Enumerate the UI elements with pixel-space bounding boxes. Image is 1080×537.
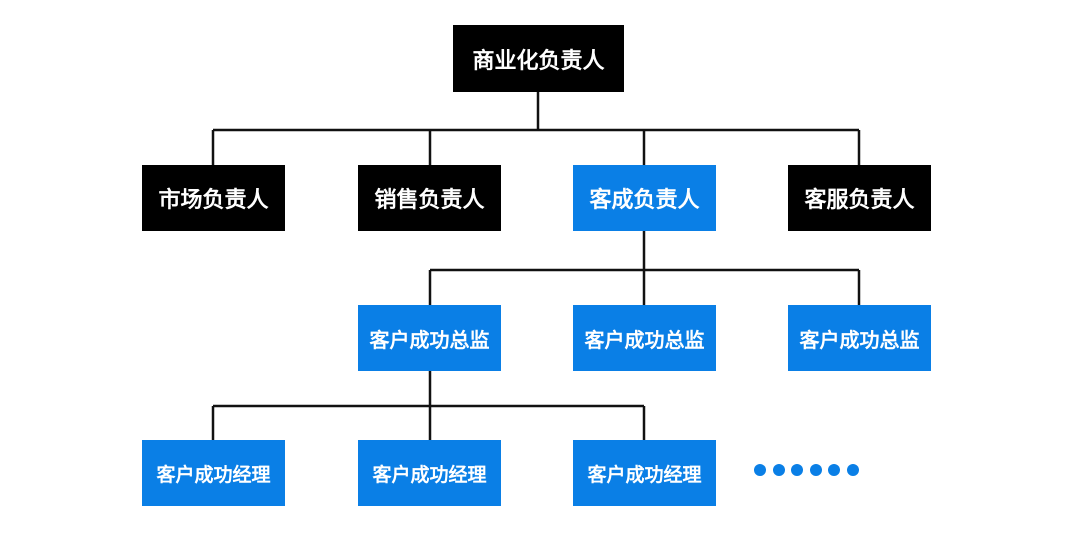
more-dot	[754, 464, 766, 476]
node-root-label: 商业化负责人	[472, 48, 605, 74]
node-level2-director: 客户成功总监	[788, 305, 931, 371]
more-dot	[828, 464, 840, 476]
node-label: 客成负责人	[589, 188, 700, 213]
node-level1-marketing: 市场负责人	[142, 165, 285, 231]
node-label: 客户成功总监	[584, 327, 705, 352]
node-label: 客户成功经理	[156, 463, 271, 486]
more-dot	[846, 464, 859, 476]
node-level1-sales: 销售负责人	[358, 165, 501, 231]
node-level1-customer-success: 客成负责人	[573, 165, 716, 231]
node-label: 客户成功经理	[587, 463, 702, 486]
more-dot	[791, 464, 803, 476]
node-level3-manager: 客户成功经理	[573, 440, 716, 506]
node-label: 客户成功总监	[799, 327, 920, 352]
node-label: 销售负责人	[374, 188, 485, 213]
node-level3-manager: 客户成功经理	[358, 440, 501, 506]
more-dot	[772, 464, 785, 476]
node-root: 商业化负责人	[453, 25, 624, 92]
node-label: 客户成功经理	[372, 463, 487, 486]
node-level2-director: 客户成功总监	[573, 305, 716, 371]
node-level2-director: 客户成功总监	[358, 305, 501, 371]
node-level1-customer-service: 客服负责人	[788, 165, 931, 231]
node-label: 市场负责人	[158, 188, 269, 213]
more-dot	[809, 464, 822, 476]
node-level3-manager: 客户成功经理	[142, 440, 285, 506]
node-label: 客服负责人	[804, 188, 915, 213]
node-label: 客户成功总监	[369, 327, 490, 352]
more-indicator	[754, 463, 864, 477]
